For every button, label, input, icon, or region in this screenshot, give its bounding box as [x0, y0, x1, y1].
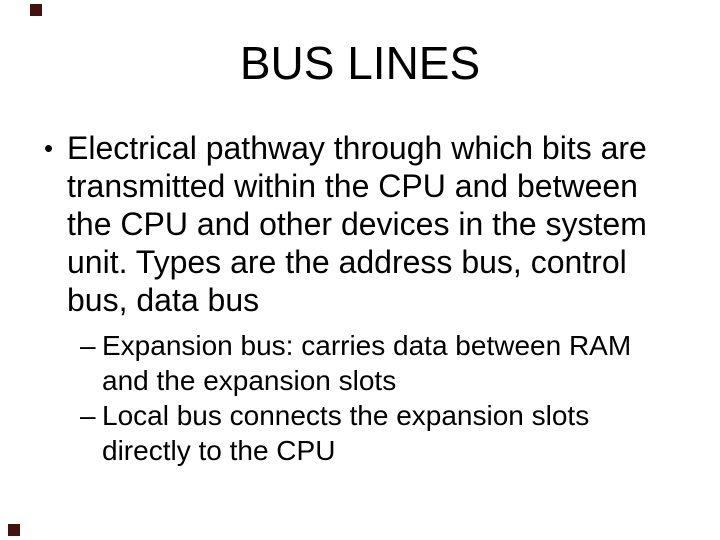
bullet-text: Electrical pathway through which bits ar… [67, 130, 647, 318]
dash-marker: – [80, 330, 96, 361]
decorative-square-bottom-left [8, 524, 20, 536]
sub-bullet-text: Expansion bus: carries data between RAM … [102, 330, 632, 396]
sub-bullet-item-local-bus: – Local bus connects the expansion slots… [80, 398, 680, 468]
bullet-dot-marker: • [44, 133, 54, 163]
sub-bullet-list: – Expansion bus: carries data between RA… [80, 328, 680, 468]
sub-bullet-item-expansion-bus: – Expansion bus: carries data between RA… [80, 328, 680, 398]
slide-title: BUS LINES [239, 37, 481, 89]
sub-bullet-text: Local bus connects the expansion slots d… [102, 400, 590, 466]
bullet-item-electrical-pathway: • Electrical pathway through which bits … [44, 129, 684, 319]
decorative-square-top-left [30, 4, 42, 16]
dash-marker: – [80, 400, 96, 431]
